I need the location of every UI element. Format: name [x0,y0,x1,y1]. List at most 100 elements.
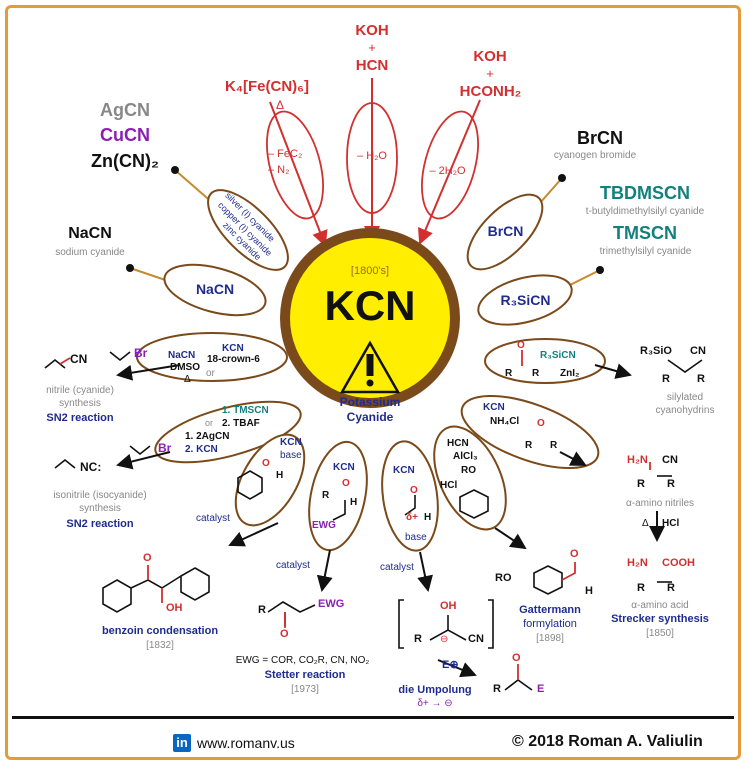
nitrile-caption-3: SN2 reaction [46,412,114,424]
gattermann-ro: RO [495,572,512,584]
strecker-sub-r1: R [525,440,533,451]
benzoin-reagent-base: base [280,450,302,461]
isonitrile-caption-2: synthesis [79,503,121,514]
cyanohydrin-caption-2: cyanohydrins [655,405,715,416]
cyanohydrin-sub-r1: R [505,368,513,379]
umpolung-prod-e: E [537,683,545,695]
nitrile-reagent-kcn: KCN [222,343,244,354]
cyanohydrin-reagent-r3sicn: R₃SiCN [540,350,576,361]
stetter-ewg-line: EWG = COR, CO₂R, CN, NO₂ [235,655,370,666]
ferro-cond: Δ [275,98,284,112]
strecker-reagent-kcn: KCN [483,402,505,413]
tmscn-label: TMSCN [613,223,677,243]
nacn-label: NaCN [68,225,112,242]
strecker-reagent-nh4cl: NH₄Cl [490,416,520,427]
strecker-r4: R [667,582,675,594]
kohform-1: KOH [473,48,507,65]
strecker-delta: Δ [642,518,649,529]
center-name-2: Cyanide [346,410,394,424]
nitrile-reagent-nacn: NaCN [168,350,196,361]
stetter-sub-h: H [350,497,358,508]
umpolung-sub-delta: δ+ [406,512,418,523]
umpolung-r: R [414,633,422,645]
gattermann-reagent-hcn: HCN [447,438,469,449]
stetter-year: [1973] [291,684,319,695]
center-title: KCN [324,282,416,329]
brcn-caption: cyanogen bromide [553,150,637,161]
strecker-sub-r2: R [550,440,558,451]
center-disc [290,238,450,398]
umpolung-prod-r: R [493,683,501,695]
strecker-cooh: COOH [662,557,695,569]
strecker-year: [1850] [646,628,674,639]
cyanohydrin-sub-o: O [517,340,525,351]
strecker-sub-o: O [537,418,545,429]
gattermann-sub-ro: RO [461,465,476,476]
umpolung-carbanion: ⊖ [440,634,449,645]
stetter-sub-ewg: EWG [312,520,336,531]
agcn-label: AgCN [100,100,150,120]
tbdmscn-label: TBDMSCN [600,183,690,203]
strecker-r3: R [637,582,645,594]
metal-petal-2: copper (I) cyanide [215,199,275,259]
isonitrile-reagent-2: 2. TBAF [222,418,260,429]
benzoin-oh: OH [166,602,183,614]
benzoin-cond: catalyst [196,513,230,524]
nitrile-reagent-crown: 18-crown-6 [207,354,260,365]
nacn-petal: NaCN [195,281,235,297]
nitrile-reagent-dmso: DMSO [170,362,200,373]
umpolung-cond: catalyst [380,562,414,573]
umpolung-sub-o: O [410,485,418,496]
nacn-caption: sodium cyanide [55,247,125,258]
r3sicn-petal: R₃SiCN [500,292,551,308]
gattermann-o: O [570,548,579,560]
strecker-r1: R [637,478,645,490]
copyright: © 2018 Roman A. Valiulin [512,733,703,750]
strecker-hcl: HCl [662,518,680,529]
gattermann-year: [1898] [536,633,564,644]
strecker-caption-3: Strecker synthesis [611,613,709,625]
cyanohydrin-reagent-zni2: ZnI₂ [560,368,580,379]
umpolung-sub: δ+ → ⊖ [417,698,453,709]
isonitrile-reagent-3: 1. 2AgCN [185,431,230,442]
umpolung-reagent-base: base [405,532,427,543]
gattermann-caption-2: formylation [523,618,577,630]
isonitrile-caption-1: isonitrile (isocyanide) [53,490,147,501]
stetter-r: R [258,604,266,616]
tmscn-caption: trimethylsilyl cyanide [599,246,692,257]
brcn-label: BrCN [576,128,623,148]
isonitrile-product: NC: [80,460,102,474]
ferro-loss1: – FeC₂ [268,148,303,160]
brcn-petal: BrCN [487,223,524,239]
cyanohydrin-sub-r2: R [532,368,540,379]
nitrile-caption-2: synthesis [59,398,101,409]
strecker-caption-2: α-amino acid [631,600,689,611]
strecker-caption-1: α-amino nitriles [625,498,695,509]
linkedin-icon[interactable]: in [173,734,191,752]
strecker-h2n: H₂N [627,454,648,466]
zncn2-label: Zn(CN)₂ [91,151,159,171]
umpolung-sub-h: H [424,512,432,523]
gattermann-h: H [585,585,593,597]
tbdmscn-caption: t-butyldimethylsilyl cyanide [585,206,705,217]
strecker-r2: R [667,478,675,490]
umpolung-cn: CN [468,633,484,645]
benzoin-o: O [143,552,152,564]
benzoin-substrate-o: O [262,458,270,469]
website-link[interactable]: www.romanv.us [197,735,295,751]
cyanohydrin-r1: R [662,373,670,385]
center-name-1: Potassium [339,395,401,409]
umpolung-electrophile: E⊕ [442,659,459,671]
kohform-3: HCONH₂ [459,83,522,100]
benzoin-reagent-kcn: KCN [280,437,302,448]
cyanohydrin-r2: R [697,373,705,385]
gattermann-caption: Gattermann [519,604,581,616]
isonitrile-reagent-or: or [205,418,214,428]
gattermann-reagent-hcl: HCl [440,480,458,491]
nitrile-reagent-delta: Δ [184,374,191,385]
kohhcn-1: KOH [355,22,389,39]
kohform-loss: – 2H₂O [429,165,466,177]
kohhcn-2: + [368,40,376,55]
stetter-cond: catalyst [276,560,310,571]
